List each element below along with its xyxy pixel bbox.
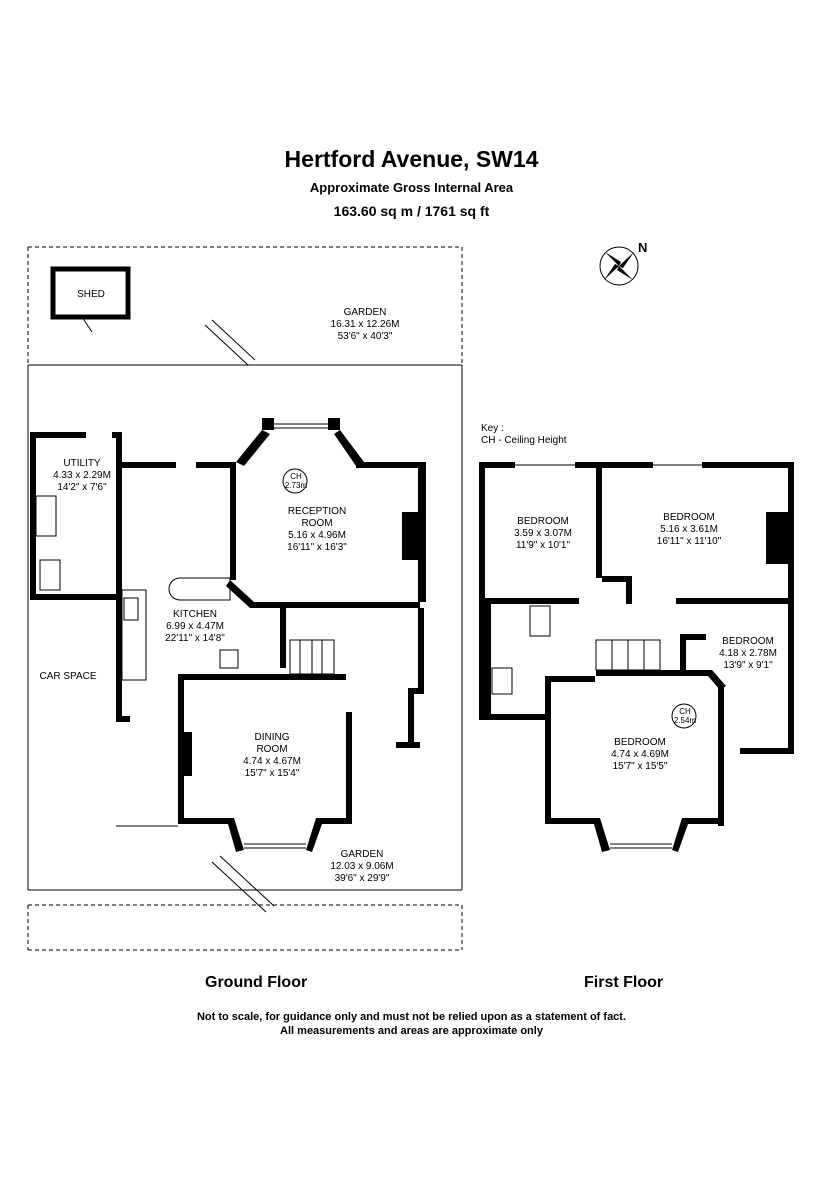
car-space-label: CAR SPACE bbox=[39, 671, 97, 682]
bedroom-ceiling-height: CH 2.54m bbox=[673, 707, 697, 725]
plan-title: Hertford Avenue, SW14 bbox=[284, 146, 539, 172]
ground-floor-walls bbox=[116, 418, 426, 852]
dining-room-label: DINING ROOM 4.74 x 4.67M 15'7" x 15'4" bbox=[243, 732, 301, 779]
front-garden-label: GARDEN 12.03 x 9.06M 39'6" x 29'9" bbox=[330, 849, 394, 884]
disclaimer: Not to scale, for guidance only and must… bbox=[196, 1011, 627, 1037]
bedroom-2-label: BEDROOM 5.16 x 3.61M 16'11" x 11'10" bbox=[656, 512, 722, 547]
kitchen-label: KITCHEN 6.99 x 4.47M 22'11" x 14'8" bbox=[165, 609, 225, 644]
reception-ceiling-height-marker bbox=[282, 468, 308, 494]
bedroom-ceiling-height-marker bbox=[671, 703, 697, 729]
reception-ceiling-height: CH 2.73m bbox=[284, 472, 308, 490]
plan-key: Key : CH - Ceiling Height bbox=[481, 423, 567, 446]
utility-label: UTILITY 4.33 x 2.29M 14'2" x 7'6" bbox=[53, 458, 111, 493]
rear-garden-label: GARDEN 16.31 x 12.26M 53'6" x 40'3" bbox=[330, 307, 400, 342]
first-floor-label: First Floor bbox=[584, 974, 664, 991]
ground-floor-label: Ground Floor bbox=[205, 974, 308, 991]
reception-room-label: RECEPTION ROOM 5.16 x 4.96M 16'11" x 16'… bbox=[287, 506, 347, 553]
plan-subtitle: Approximate Gross Internal Area bbox=[309, 180, 514, 195]
first-floor-walls bbox=[479, 462, 794, 852]
compass-north-label: N bbox=[638, 240, 648, 255]
shed-label: SHED bbox=[77, 289, 105, 300]
gross-area: 163.60 sq m / 1761 sq ft bbox=[333, 203, 490, 219]
shed-outline bbox=[50, 266, 131, 333]
front-garden-boundary bbox=[27, 825, 463, 951]
compass-icon bbox=[599, 246, 639, 286]
bedroom-4-label: BEDROOM 4.74 x 4.69M 15'7" x 15'5" bbox=[611, 737, 669, 772]
bedroom-3-label: BEDROOM 4.18 x 2.78M 13'9" x 9'1" bbox=[719, 636, 777, 671]
rear-garden-boundary bbox=[27, 246, 463, 890]
bedroom-1-label: BEDROOM 3.59 x 3.07M 11'9" x 10'1" bbox=[514, 516, 572, 551]
